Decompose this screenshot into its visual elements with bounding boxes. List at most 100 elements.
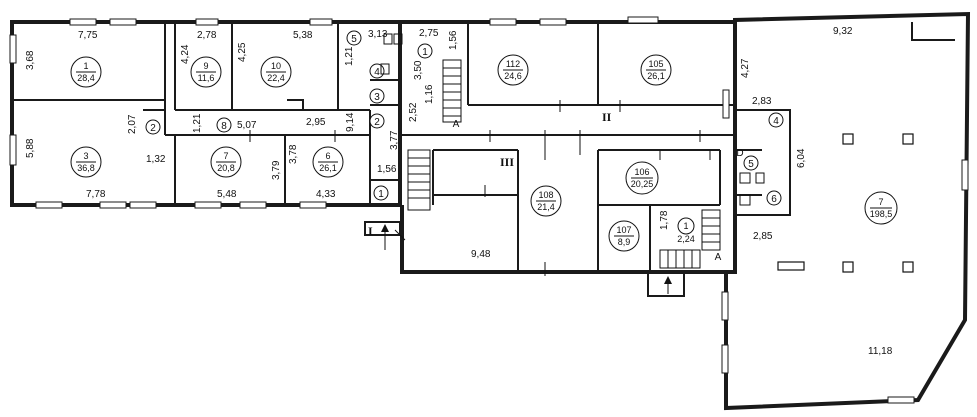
sink-icon: [380, 63, 390, 75]
room-label: 9 11,6: [190, 56, 222, 88]
room-area: 26,1: [647, 71, 665, 81]
room-label: 106 20,25: [625, 161, 659, 195]
small-room: 2: [369, 113, 385, 129]
room-label: 105 26,1: [640, 54, 672, 86]
room-area: 20,8: [217, 163, 235, 173]
room-area: 22,4: [267, 73, 285, 83]
dimension-label: 7,78: [86, 189, 106, 200]
room-area: 2,24: [677, 234, 695, 244]
dimension-label: 3,50: [413, 60, 424, 80]
dimension-label: 3,68: [25, 50, 36, 70]
small-room: 5: [346, 30, 362, 46]
dimension-label: 2,95: [306, 117, 326, 128]
dimension-label: 2,83: [752, 96, 772, 107]
dimension-label: 5,48: [217, 189, 237, 200]
dimension-label: 5,38: [293, 30, 313, 41]
corridor-label: III: [500, 155, 514, 169]
room-label: 7 20,8: [210, 146, 242, 178]
dimension-label: 4,25: [237, 42, 248, 62]
room-number: 10: [271, 61, 281, 71]
stairs: [407, 59, 721, 269]
small-room-number: 5: [351, 34, 357, 45]
dimension-label: 1,78: [659, 210, 670, 230]
small-room-number: 5: [748, 159, 754, 170]
dimension-label: 5,07: [237, 120, 257, 131]
small-room-number: 6: [771, 194, 777, 205]
small-room-number: 4: [374, 67, 380, 78]
room-number: 112: [506, 59, 520, 69]
small-room-labels: 2 8 5 4 3 2 1 1: [145, 30, 784, 206]
small-room: 1: [417, 43, 433, 59]
dimension-label: 1,32: [146, 154, 166, 165]
room-label: 112 24,6: [497, 54, 529, 86]
dimension-label: 9,32: [833, 26, 853, 37]
outer-walls: [10, 11, 971, 411]
room-labels: 1 28,4 3 36,8 9 11,6 10 22,4 7 20,8: [70, 54, 898, 252]
marker-label: D: [736, 148, 743, 159]
dimension-label: 3,78: [288, 144, 299, 164]
dimension-labels: 7,75 3,68 2,78 4,24 4,25 5,38 3,13 2,75 …: [25, 26, 893, 357]
toilet-icon: [383, 33, 393, 45]
small-room-number: 2: [150, 123, 156, 134]
dimension-label: 4,33: [316, 189, 336, 200]
room-area: 198,5: [870, 209, 893, 219]
room-area: 28,4: [77, 73, 95, 83]
room-area: 24,6: [504, 71, 522, 81]
room-area: 36,8: [77, 163, 95, 173]
room-label: 6 26,1: [312, 146, 344, 178]
room-number: 108: [538, 190, 553, 200]
room-number: 107: [616, 225, 631, 235]
dimension-label: 7,75: [78, 30, 98, 41]
small-room-number: 4: [773, 116, 779, 127]
small-room: 8: [216, 117, 232, 133]
dimension-label: 2,75: [419, 28, 439, 39]
small-room: 4: [768, 112, 784, 128]
corridor-label: II: [602, 110, 612, 124]
small-room-number: 1: [422, 47, 428, 58]
room-number: 6: [325, 151, 330, 161]
dimension-label: 1,16: [424, 84, 435, 104]
dimension-label: 4,24: [180, 44, 191, 64]
room-area: 20,25: [631, 179, 654, 189]
room-label: 1 28,4: [70, 56, 102, 88]
room-number: 1: [683, 221, 688, 231]
toilet-icon: [739, 172, 751, 184]
sink-icon: [755, 172, 765, 184]
room-label: 108 21,4: [530, 185, 562, 217]
dimension-label: 9,14: [345, 112, 356, 132]
interior-walls-middle: [400, 22, 735, 272]
small-room-number: 3: [374, 92, 380, 103]
room-label: 7 198,5: [864, 191, 898, 225]
windows: [9, 16, 969, 404]
room-label: 1 2,24: [677, 217, 695, 244]
dimension-label: 1,56: [448, 30, 459, 50]
small-room: 1: [373, 185, 389, 201]
sanitary-fixtures: [380, 33, 765, 206]
dimension-label: 3,13: [368, 29, 388, 40]
small-room: 2: [145, 119, 161, 135]
dimension-label: 2,52: [408, 102, 419, 122]
dimension-label: 2,07: [127, 114, 138, 134]
interior-walls-west: [12, 22, 401, 205]
dimension-label: 11,18: [868, 346, 893, 357]
dimension-label: 6,04: [796, 148, 807, 168]
room-area: 21,4: [537, 202, 555, 212]
dimension-label: 3,79: [271, 160, 282, 180]
door-marks: [249, 100, 711, 276]
small-room-number: 1: [378, 189, 384, 200]
small-room-number: 8: [221, 121, 227, 132]
room-number: 7: [878, 197, 883, 207]
dimension-label: 1,21: [344, 46, 355, 66]
marker-label: A: [453, 119, 460, 130]
room-area: 11,6: [198, 73, 215, 83]
sink-icon: [739, 194, 751, 206]
room-number: 9: [203, 61, 208, 71]
room-area: 8,9: [618, 237, 631, 247]
dimension-label: 2,85: [753, 231, 773, 242]
corridor-labels: II III I A A D: [368, 110, 744, 263]
marker-label: A: [715, 252, 722, 263]
room-number: 105: [648, 59, 663, 69]
hall-columns: [777, 133, 914, 273]
dimension-label: 2,78: [197, 30, 217, 41]
